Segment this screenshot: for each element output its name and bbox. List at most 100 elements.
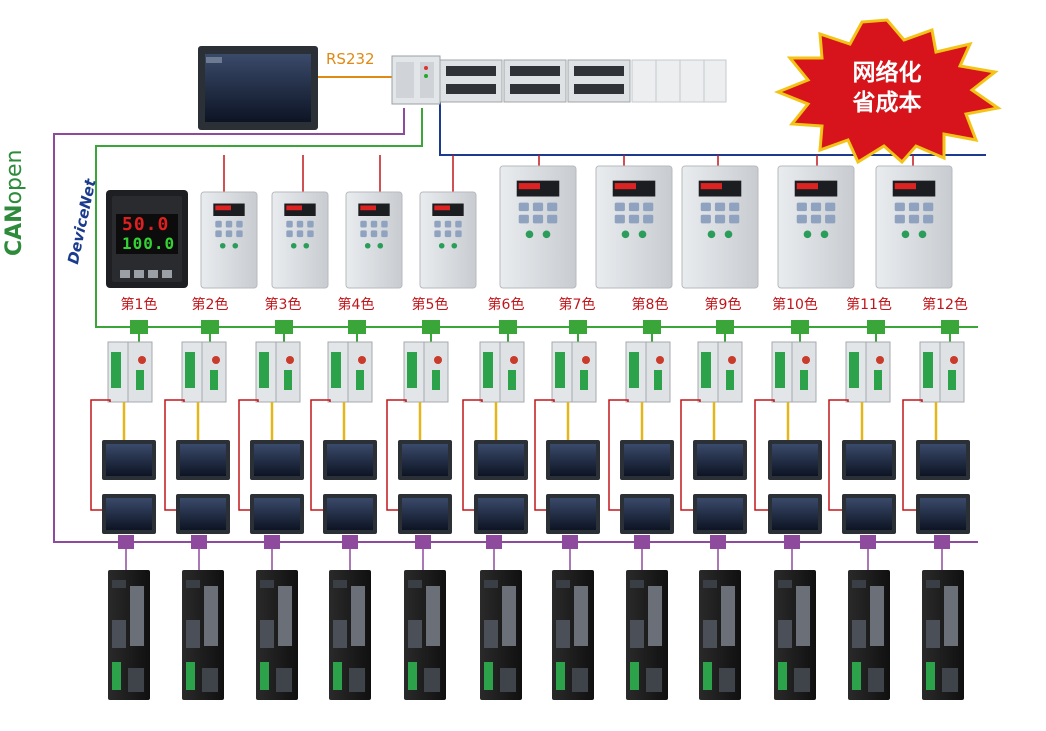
drive-key <box>825 202 836 212</box>
servo-connector <box>112 620 126 648</box>
plc-module <box>386 334 449 511</box>
servo-green-terminal <box>112 662 121 690</box>
plc-io-strip <box>210 370 218 390</box>
hmi-screen <box>550 444 596 476</box>
station-hmi-upper <box>546 440 600 480</box>
drive-key <box>810 214 822 224</box>
green-bus-tap <box>941 320 959 334</box>
servo-drive <box>404 570 446 700</box>
hmi-screen <box>180 498 226 530</box>
drive-stop-button <box>638 230 647 239</box>
servo-green-terminal <box>926 662 935 690</box>
drive-key <box>923 214 934 224</box>
plc-io-strip <box>580 370 588 390</box>
green-bus-tap <box>716 320 734 334</box>
drive-run-button <box>901 230 910 239</box>
drive-key <box>714 214 726 224</box>
canopen-light: open <box>2 149 27 205</box>
color-label: 第3色 <box>264 297 302 313</box>
station-hmi-lower <box>323 494 377 534</box>
drive-key <box>286 230 293 238</box>
ac-drive <box>271 155 329 289</box>
canopen-bus-tap <box>486 535 502 549</box>
plc-terminal-strip <box>701 352 711 388</box>
plc-red-wire <box>608 399 629 511</box>
servo-terminal <box>351 586 365 646</box>
plc-red-wire <box>164 399 185 511</box>
servo-port <box>942 668 958 692</box>
servo-terminal <box>721 586 735 646</box>
drive-key <box>455 220 462 228</box>
station-hmi-upper <box>250 440 304 480</box>
servo-display <box>260 580 274 588</box>
servo-green-terminal <box>778 662 787 690</box>
station-hmi-upper <box>916 440 970 480</box>
drive-run-button <box>364 242 371 249</box>
hmi-screen <box>327 498 373 530</box>
drive-key <box>532 202 544 212</box>
plc-indicator <box>876 356 884 364</box>
rs232-label: RS232 <box>326 50 375 68</box>
color-label: 第6色 <box>487 297 525 313</box>
plc-module <box>462 334 525 511</box>
servo-port <box>794 668 810 692</box>
plc-module <box>828 334 891 511</box>
servo-display <box>556 580 570 588</box>
plc-red-wire <box>680 399 701 511</box>
hmi-screen <box>478 498 524 530</box>
plc-io-strip <box>726 370 734 390</box>
drive-stop-button <box>451 242 458 249</box>
plc-indicator <box>212 356 220 364</box>
station-hmi-upper <box>474 440 528 480</box>
drive-key <box>796 214 807 224</box>
color-label: 第2色 <box>191 297 229 313</box>
plc-modules <box>90 334 965 511</box>
green-bus <box>95 108 978 328</box>
plc-io-strip <box>654 370 662 390</box>
plc-red-wire <box>828 399 849 511</box>
plc-terminal-strip <box>923 352 933 388</box>
hmi-screen <box>772 444 818 476</box>
servo-port <box>349 668 365 692</box>
servo-connector <box>260 620 274 648</box>
green-bus-tap <box>275 320 293 334</box>
hmi-screen <box>772 498 818 530</box>
servo-green-terminal <box>260 662 269 690</box>
servo-drive <box>626 570 668 700</box>
color-label: 第10色 <box>772 297 818 313</box>
drive-key <box>532 214 544 224</box>
drive-key <box>908 202 920 212</box>
drive-key <box>614 202 625 212</box>
servo-drive <box>699 570 741 700</box>
plc-red-wire <box>754 399 775 511</box>
green-bus-tap <box>348 320 366 334</box>
plc-indicator <box>358 356 366 364</box>
hmi-screen <box>106 444 152 476</box>
servo-terminal <box>204 586 218 646</box>
drive-key <box>908 214 920 224</box>
main-hmi-panel <box>198 46 318 130</box>
servo-green-terminal <box>186 662 195 690</box>
drive-key <box>547 214 558 224</box>
drive-readout <box>894 183 916 190</box>
drive-key <box>700 214 711 224</box>
canopen-bus-tap <box>342 535 358 549</box>
plc-indicator <box>728 356 736 364</box>
servo-display <box>333 580 347 588</box>
plc-terminal-strip <box>185 352 195 388</box>
hmi-screen <box>697 498 743 530</box>
canopen-bus-tap <box>860 535 876 549</box>
station-hmi-lower <box>398 494 452 534</box>
servo-drive <box>774 570 816 700</box>
servo-terminal <box>130 586 144 646</box>
servo-terminal <box>278 586 292 646</box>
servo-green-terminal <box>408 662 417 690</box>
servo-port <box>500 668 516 692</box>
hmi-screen <box>402 498 448 530</box>
drive-readout <box>215 205 231 211</box>
servo-display <box>408 580 422 588</box>
drive-key <box>370 220 378 228</box>
servo-display <box>112 580 126 588</box>
station-hmi-lower <box>916 494 970 534</box>
plc-io <box>717 341 743 403</box>
